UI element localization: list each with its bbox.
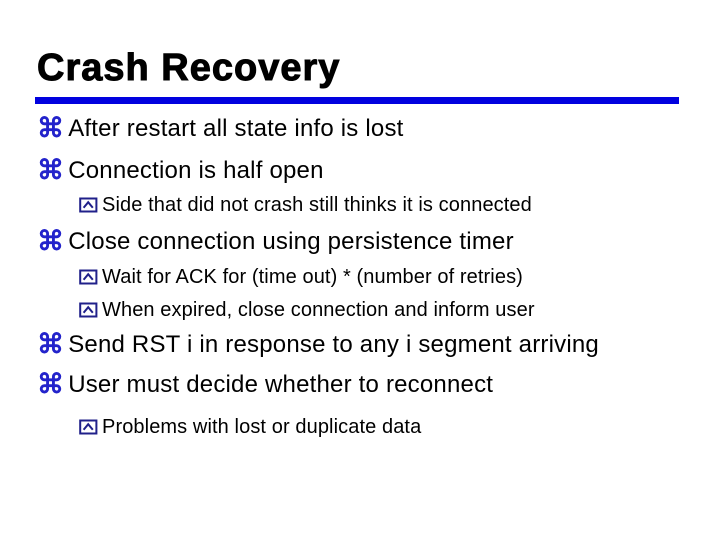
- command-bullet-icon: ⌘: [37, 328, 65, 359]
- sub-bullet-item: When expired, close connection and infor…: [79, 297, 535, 323]
- bullet-text: Send RST i in response to any i segment …: [68, 331, 599, 358]
- command-bullet-icon: ⌘: [37, 225, 65, 256]
- boxed-up-caret-bullet-icon: [79, 269, 98, 285]
- command-bullet-icon: ⌘: [37, 154, 65, 185]
- boxed-up-caret-bullet-icon: [79, 197, 98, 213]
- sub-bullet-item: Wait for ACK for (time out) * (number of…: [79, 264, 523, 290]
- bullet-item: ⌘ Send RST i in response to any i segmen…: [37, 330, 599, 360]
- bullet-text: When expired, close connection and infor…: [102, 298, 535, 321]
- bullet-item: ⌘ Close connection using persistence tim…: [37, 227, 514, 257]
- title-underline-rule: [35, 97, 679, 104]
- bullet-item: ⌘ Connection is half open: [37, 156, 324, 186]
- boxed-up-caret-bullet-icon: [79, 302, 98, 318]
- slide-title: Crash Recovery: [36, 47, 341, 89]
- bullet-text: Connection is half open: [68, 157, 324, 184]
- command-bullet-icon: ⌘: [37, 112, 65, 143]
- bullet-item: ⌘ User must decide whether to reconnect: [37, 370, 493, 400]
- bullet-text: Side that did not crash still thinks it …: [102, 193, 532, 216]
- sub-bullet-item: Problems with lost or duplicate data: [79, 414, 421, 440]
- bullet-text: Problems with lost or duplicate data: [102, 415, 422, 438]
- bullet-text: After restart all state info is lost: [68, 115, 404, 142]
- boxed-up-caret-bullet-icon: [79, 419, 98, 435]
- bullet-text: User must decide whether to reconnect: [68, 371, 494, 398]
- command-bullet-icon: ⌘: [37, 368, 65, 399]
- sub-bullet-item: Side that did not crash still thinks it …: [79, 192, 532, 218]
- bullet-text: Close connection using persistence timer: [68, 228, 514, 255]
- bullet-item: ⌘ After restart all state info is lost: [37, 114, 404, 144]
- bullet-text: Wait for ACK for (time out) * (number of…: [102, 265, 523, 288]
